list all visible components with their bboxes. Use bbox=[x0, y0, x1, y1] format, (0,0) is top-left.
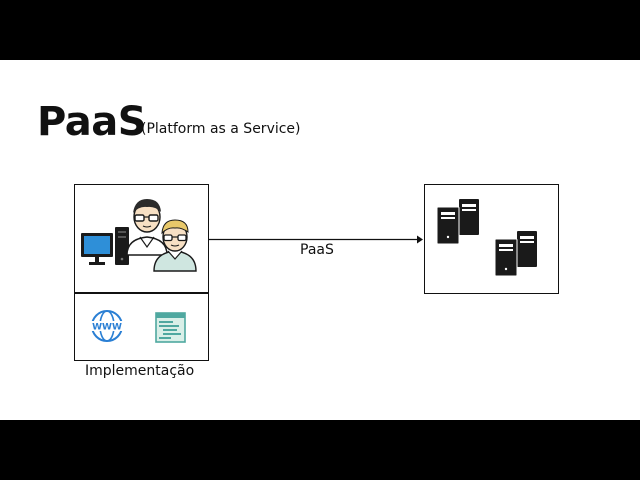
developers-icon bbox=[126, 199, 197, 272]
arrow-label: PaaS bbox=[300, 242, 334, 258]
developer-box bbox=[74, 184, 209, 294]
server-tower-icon bbox=[495, 231, 537, 277]
www-text: WWW bbox=[92, 323, 122, 333]
platform-box bbox=[424, 184, 559, 294]
slide: PaaS (Platform as a Service) bbox=[0, 60, 640, 420]
slide-subtitle: (Platform as a Service) bbox=[141, 121, 301, 137]
desktop-computer-icon bbox=[81, 227, 129, 265]
implementation-box: WWW bbox=[74, 292, 209, 361]
arrow-connector bbox=[209, 235, 423, 244]
slide-title: PaaS bbox=[37, 99, 147, 145]
implementation-caption: Implementação bbox=[85, 363, 195, 379]
server-tower-icon bbox=[437, 199, 479, 245]
code-window-icon bbox=[155, 312, 186, 343]
www-globe-icon: WWW bbox=[90, 310, 124, 342]
